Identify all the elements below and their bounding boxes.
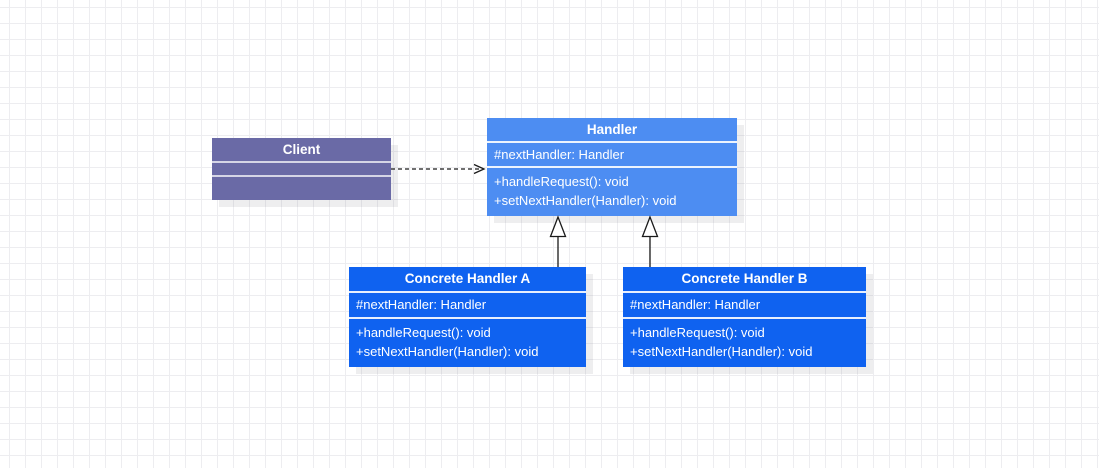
concrete-a-attributes-section: #nextHandler: Handler xyxy=(349,291,586,317)
generalization-arrow-concrete-b-to-handler[interactable] xyxy=(641,215,659,267)
attribute-next-handler: #nextHandler: Handler xyxy=(356,297,487,312)
class-title-client: Client xyxy=(282,142,321,157)
class-box-client[interactable]: Client xyxy=(212,138,391,200)
attribute-next-handler: #nextHandler: Handler xyxy=(494,147,625,162)
method-set-next-handler: +setNextHandler(Handler): void xyxy=(630,344,813,359)
class-title-concrete-handler-a: Concrete Handler A xyxy=(404,271,531,286)
class-title-handler: Handler xyxy=(586,122,638,137)
class-box-concrete-handler-a[interactable]: Concrete Handler A #nextHandler: Handler… xyxy=(349,267,586,367)
class-box-concrete-handler-b[interactable]: Concrete Handler B #nextHandler: Handler… xyxy=(623,267,866,367)
class-title-concrete-handler-b: Concrete Handler B xyxy=(681,271,808,286)
concrete-b-attributes-section: #nextHandler: Handler xyxy=(623,291,866,317)
class-box-handler[interactable]: Handler #nextHandler: Handler +handleReq… xyxy=(487,118,737,216)
method-handle-request: +handleRequest(): void xyxy=(630,325,765,340)
method-set-next-handler: +setNextHandler(Handler): void xyxy=(494,193,677,208)
method-handle-request: +handleRequest(): void xyxy=(356,325,491,340)
client-methods-section xyxy=(212,175,391,200)
method-set-next-handler: +setNextHandler(Handler): void xyxy=(356,344,539,359)
concrete-b-methods-section: +handleRequest(): void +setNextHandler(H… xyxy=(623,317,866,367)
dependency-arrow-client-to-handler[interactable] xyxy=(391,163,486,175)
generalization-arrow-concrete-a-to-handler[interactable] xyxy=(549,215,567,267)
handler-attributes-section: #nextHandler: Handler xyxy=(487,141,737,166)
attribute-next-handler: #nextHandler: Handler xyxy=(630,297,761,312)
method-handle-request: +handleRequest(): void xyxy=(494,174,629,189)
client-attributes-section xyxy=(212,161,391,175)
concrete-a-methods-section: +handleRequest(): void +setNextHandler(H… xyxy=(349,317,586,367)
handler-methods-section: +handleRequest(): void +setNextHandler(H… xyxy=(487,166,737,216)
